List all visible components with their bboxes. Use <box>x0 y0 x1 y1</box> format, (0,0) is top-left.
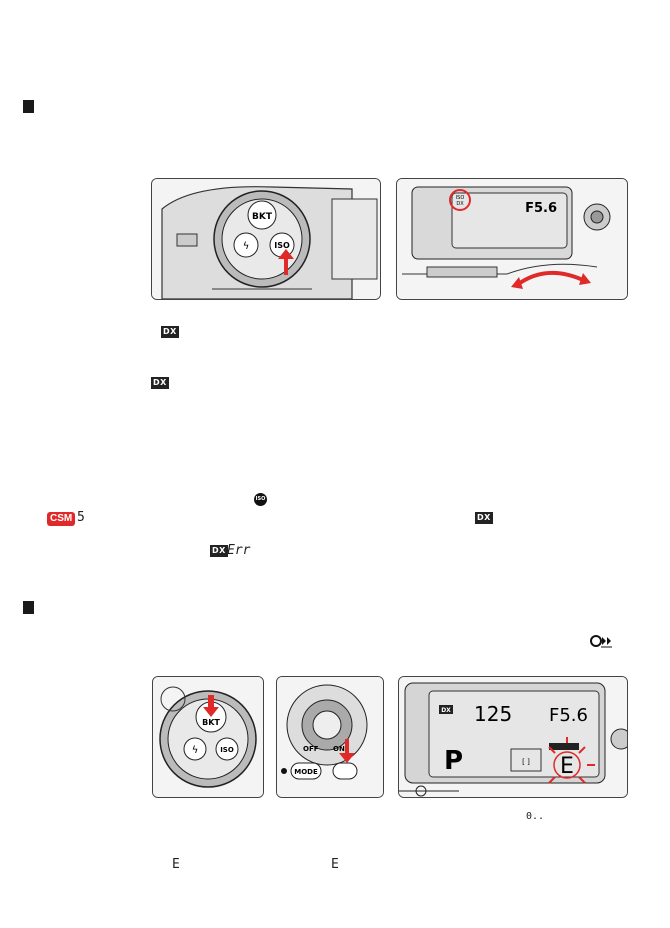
lcd-shutter: 125 <box>474 702 512 726</box>
mode-dial-illustration: OFF ON MODE <box>277 677 383 797</box>
dx-icon-2: DX <box>151 377 169 389</box>
photo-bkt-button: BKT ϟ ISO <box>152 676 264 798</box>
section-bullet-1 <box>23 100 34 113</box>
photo-mode-dial: OFF ON MODE <box>276 676 384 798</box>
red-down-arrow-icon-2 <box>339 739 355 763</box>
red-down-arrow-icon <box>203 695 219 717</box>
csm-icon: CSM <box>47 512 76 526</box>
iso-label: ISO <box>274 241 290 250</box>
off-label: OFF <box>303 745 319 753</box>
iso-icon: ISO <box>254 493 267 506</box>
mode-label: MODE <box>294 768 318 776</box>
svg-text:[ ]: [ ] <box>522 758 530 766</box>
dx-icon-4: DX <box>210 545 228 557</box>
dx-icon-3: DX <box>475 512 493 524</box>
photo-lcd-panel: ISO DX F5.6 <box>396 178 628 300</box>
camera-top-illustration: BKT ϟ ISO <box>152 179 380 299</box>
lcd-iso-tag: ISO <box>456 195 465 201</box>
photo-lcd-exposure: DX 125 F5.6 P [ ] E <box>398 676 628 798</box>
lcd-illustration: ISO DX F5.6 <box>397 179 627 299</box>
photo-iso-button: BKT ϟ ISO <box>151 178 381 300</box>
lcd-dx-tag-2: DX <box>441 707 451 714</box>
on-label: ON <box>333 745 345 753</box>
bkt-label: BKT <box>252 212 273 222</box>
lcd-aperture-2: F5.6 <box>549 705 588 726</box>
dx-icon-1: DX <box>161 326 179 338</box>
svg-text:ϟ: ϟ <box>243 241 250 252</box>
lcd-exposure-illustration: DX 125 F5.6 P [ ] E <box>399 677 627 797</box>
red-highlight-circle <box>449 189 471 211</box>
red-rotate-arrow-icon <box>515 270 586 287</box>
err-indicator: Err <box>227 543 251 558</box>
lcd-aperture: F5.6 <box>525 201 557 216</box>
lcd-dx-tag: DX <box>456 201 464 207</box>
memory-recall-icon <box>590 634 612 648</box>
status-readout: 0.. <box>526 811 545 822</box>
lcd-mode: P <box>444 746 463 776</box>
lcd-e-mark: E <box>560 754 574 779</box>
e-symbol-2: E <box>331 857 339 872</box>
csm-setting-value: 5 <box>77 510 85 525</box>
bkt-label-2: BKT <box>202 718 220 727</box>
section-bullet-2 <box>23 601 34 614</box>
svg-text:ϟ: ϟ <box>192 745 199 756</box>
iso-label-2: ISO <box>220 746 234 754</box>
bkt-illustration: BKT ϟ ISO <box>153 677 263 797</box>
e-symbol-1: E <box>172 857 180 872</box>
red-up-arrow-icon <box>278 249 294 275</box>
red-blink-circle <box>553 751 581 779</box>
